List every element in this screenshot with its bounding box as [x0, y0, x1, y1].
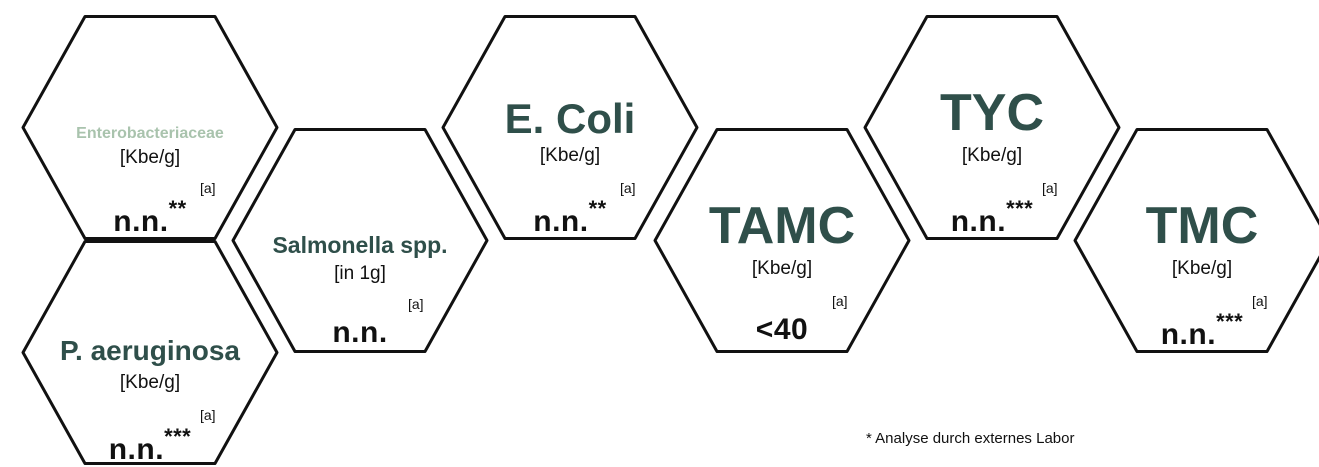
method-note: [a]	[620, 180, 636, 196]
parameter-name: Enterobacteriaceae	[76, 125, 224, 142]
hexagon-tamc: TAMC [Kbe/g] [a] <40	[652, 128, 912, 353]
result-text: n.n.	[533, 205, 589, 238]
method-note: [a]	[200, 180, 216, 196]
parameter-name: P. aeruginosa	[59, 335, 240, 366]
parameter-unit: [Kbe/g]	[119, 372, 181, 393]
footnote-marker: ***	[164, 424, 192, 449]
parameter-name: Salmonella spp.	[272, 232, 448, 258]
parameter-unit: [Kbe/g]	[119, 147, 181, 168]
result-value: n.n.***	[862, 196, 1122, 239]
hexagon-outline	[653, 128, 911, 353]
footnote-marker: **	[168, 196, 187, 221]
hexagon-outline	[863, 15, 1121, 240]
result-value: <40	[652, 313, 912, 347]
result-text: n.n.	[1160, 318, 1217, 351]
result-text: n.n.	[108, 433, 165, 466]
method-note: [a]	[408, 296, 424, 312]
parameter-name: TAMC	[708, 197, 856, 255]
result-value: n.n.***	[1072, 309, 1319, 352]
hexagon-tmc: TMC[Kbe/g][a]n.n.***	[1072, 128, 1319, 353]
parameter-unit: [Kbe/g]	[751, 258, 813, 279]
result-value: n.n.**	[20, 196, 280, 239]
result-value: n.n.***	[20, 424, 280, 467]
footnote-marker: ***	[1006, 196, 1034, 221]
result-text: n.n.	[113, 205, 169, 238]
parameter-unit: [Kbe/g]	[961, 145, 1023, 166]
hexagon-tyc: TYC[Kbe/g][a]n.n.***	[862, 15, 1122, 240]
result-text: <40	[755, 313, 809, 346]
hexagon-enterobacteriaceae: Enterobacteriaceae[Kbe/g][a]n.n.**	[20, 15, 280, 240]
parameter-unit: [Kbe/g]	[539, 145, 601, 166]
hexagon-outline	[441, 15, 699, 240]
method-note: [a]	[832, 293, 848, 309]
hexagon-salmonella: Salmonella spp. [in 1g] [a] n.n.	[230, 128, 490, 353]
result-text: n.n.	[950, 205, 1007, 238]
parameter-name: TYC	[940, 84, 1044, 142]
parameter-name: TMC	[1145, 197, 1259, 255]
parameter-unit: [Kbe/g]	[1171, 258, 1233, 279]
hexagon-outline	[231, 128, 489, 353]
hexagon-e-coli: E. Coli[Kbe/g][a]n.n.**	[440, 15, 700, 240]
result-value: n.n.	[230, 316, 490, 350]
footnote: * Analyse durch externes Labor	[866, 430, 1075, 447]
result-value: n.n.**	[440, 196, 700, 239]
hexagon-outline	[1073, 128, 1319, 353]
hexagon-p-aeruginosa: P. aeruginosa[Kbe/g][a]n.n.***	[20, 240, 280, 467]
hexagon-outline	[21, 240, 279, 465]
method-note: [a]	[1042, 180, 1058, 196]
parameter-unit: [in 1g]	[334, 263, 386, 284]
result-text: n.n.	[332, 316, 388, 349]
method-note: [a]	[1252, 293, 1268, 309]
hexagon-outline	[21, 15, 279, 240]
parameter-name: E. Coli	[504, 95, 636, 142]
footnote-marker: **	[588, 196, 607, 221]
method-note: [a]	[200, 407, 216, 423]
footnote-marker: ***	[1216, 309, 1244, 334]
